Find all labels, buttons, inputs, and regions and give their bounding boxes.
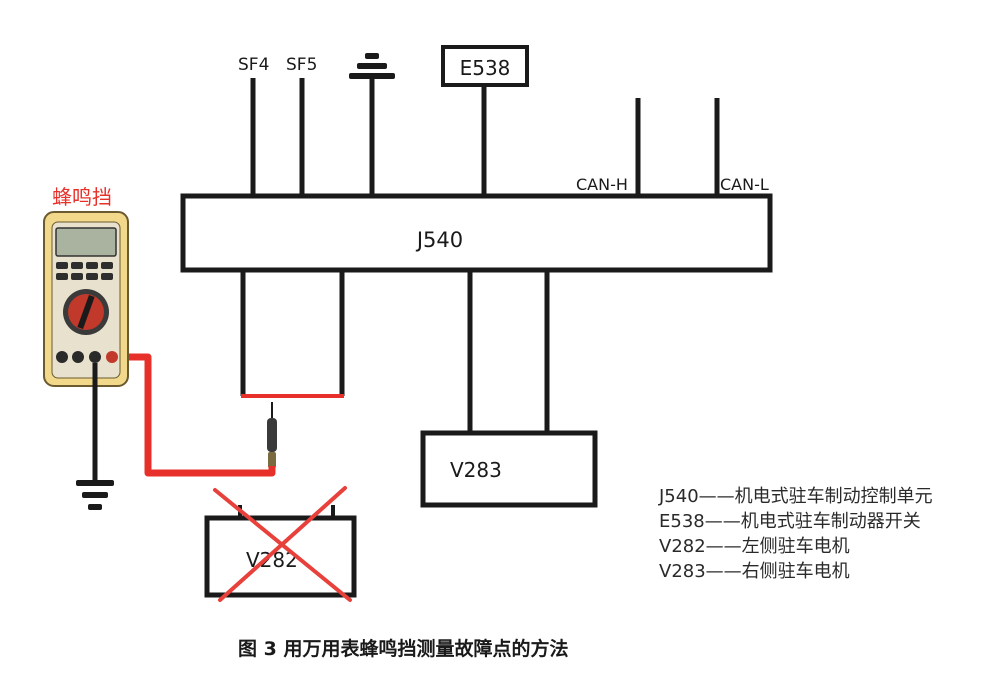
multimeter: [43, 211, 129, 387]
sf4-label: SF4: [238, 55, 269, 75]
probe-lead-red: [118, 353, 276, 477]
legend-row-e538: E538——机电式驻车制动器开关: [659, 511, 921, 532]
j540-box: [180, 193, 773, 273]
legend-row-v283: V283——右侧驻车电机: [659, 561, 850, 582]
can-h-label: CAN-H: [576, 175, 628, 194]
v282-wires: [240, 270, 345, 396]
v283-label: V283: [450, 458, 502, 482]
legend-row-j540: J540——机电式驻车制动控制单元: [658, 486, 933, 507]
sf5-label: SF5: [286, 55, 317, 75]
ground-symbol-top: [349, 53, 395, 79]
figure-caption: 图 3 用万用表蜂鸣挡测量故障点的方法: [238, 637, 568, 660]
multimeter-jacks: [56, 351, 118, 363]
top-wires: [250, 78, 720, 196]
buzzer-mode-label: 蜂鸣挡: [52, 185, 112, 209]
can-l-label: CAN-L: [720, 175, 769, 194]
v283-wires: [467, 270, 550, 433]
multimeter-display: [55, 227, 117, 257]
fault-cross: [213, 486, 352, 602]
legend-row-v282: V282——左侧驻车电机: [659, 536, 850, 557]
v283-box: [420, 430, 598, 508]
e538-box: [441, 45, 529, 87]
legend: J540——机电式驻车制动控制单元 E538——机电式驻车制动器开关 V282—…: [658, 486, 933, 582]
j540-label: J540: [415, 228, 463, 252]
ground-symbol-meter: [76, 480, 114, 510]
multimeter-keys: [56, 262, 113, 280]
e538-label: E538: [460, 56, 511, 80]
test-probe: [267, 402, 277, 468]
